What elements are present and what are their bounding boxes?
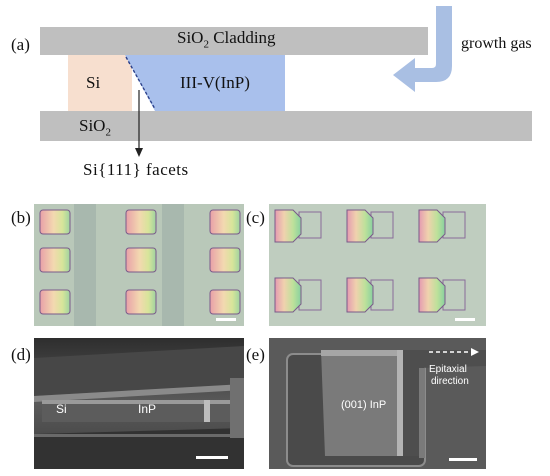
panel-e-label: (e): [246, 345, 265, 364]
facets-label: Si{111} facets: [83, 160, 189, 179]
panel-a-label: (a): [11, 35, 30, 54]
sem-d-image: Si InP: [34, 338, 244, 469]
micrograph-c: [269, 204, 486, 326]
inp-region: [125, 55, 285, 111]
scale-bar-b: [216, 318, 236, 321]
sem-e-direction-line1: Epitaxial: [429, 364, 467, 375]
sem-d-inp-label: InP: [138, 402, 156, 416]
sem-d-si-label: Si: [56, 402, 67, 416]
scale-bar-c: [455, 318, 475, 321]
oxide-layer: [40, 111, 532, 141]
sem-e-direction-line2: direction: [431, 376, 469, 387]
cladding-layer: [40, 27, 428, 55]
cladding-label: SiO2 Cladding: [177, 28, 276, 51]
oxide-label: SiO2: [79, 116, 111, 139]
sem-e: (001) InP Epitaxial direction: [269, 338, 486, 469]
sem-e-image: (001) InP Epitaxial direction: [269, 338, 486, 469]
iiiv-label: III-V(InP): [180, 73, 250, 92]
scale-bar-e: [449, 458, 477, 461]
schematic-diagram: [40, 6, 532, 157]
growth-gas-label: growth gas: [461, 35, 532, 52]
sem-d: Si InP: [34, 338, 244, 469]
sem-e-crystal-label: (001) InP: [341, 399, 386, 411]
scale-bar-d: [196, 456, 228, 459]
panel-b-label: (b): [11, 208, 31, 227]
facet-pointer-head: [135, 148, 143, 157]
si-region: [68, 55, 132, 111]
growth-gas-arrow: [393, 6, 452, 92]
panel-c-label: (c): [246, 208, 265, 227]
si-label: Si: [86, 73, 101, 92]
panel-d-label: (d): [11, 345, 31, 364]
micrograph-c-image: [269, 204, 486, 326]
micrograph-b: [34, 204, 244, 326]
micrograph-b-image: [34, 204, 244, 326]
